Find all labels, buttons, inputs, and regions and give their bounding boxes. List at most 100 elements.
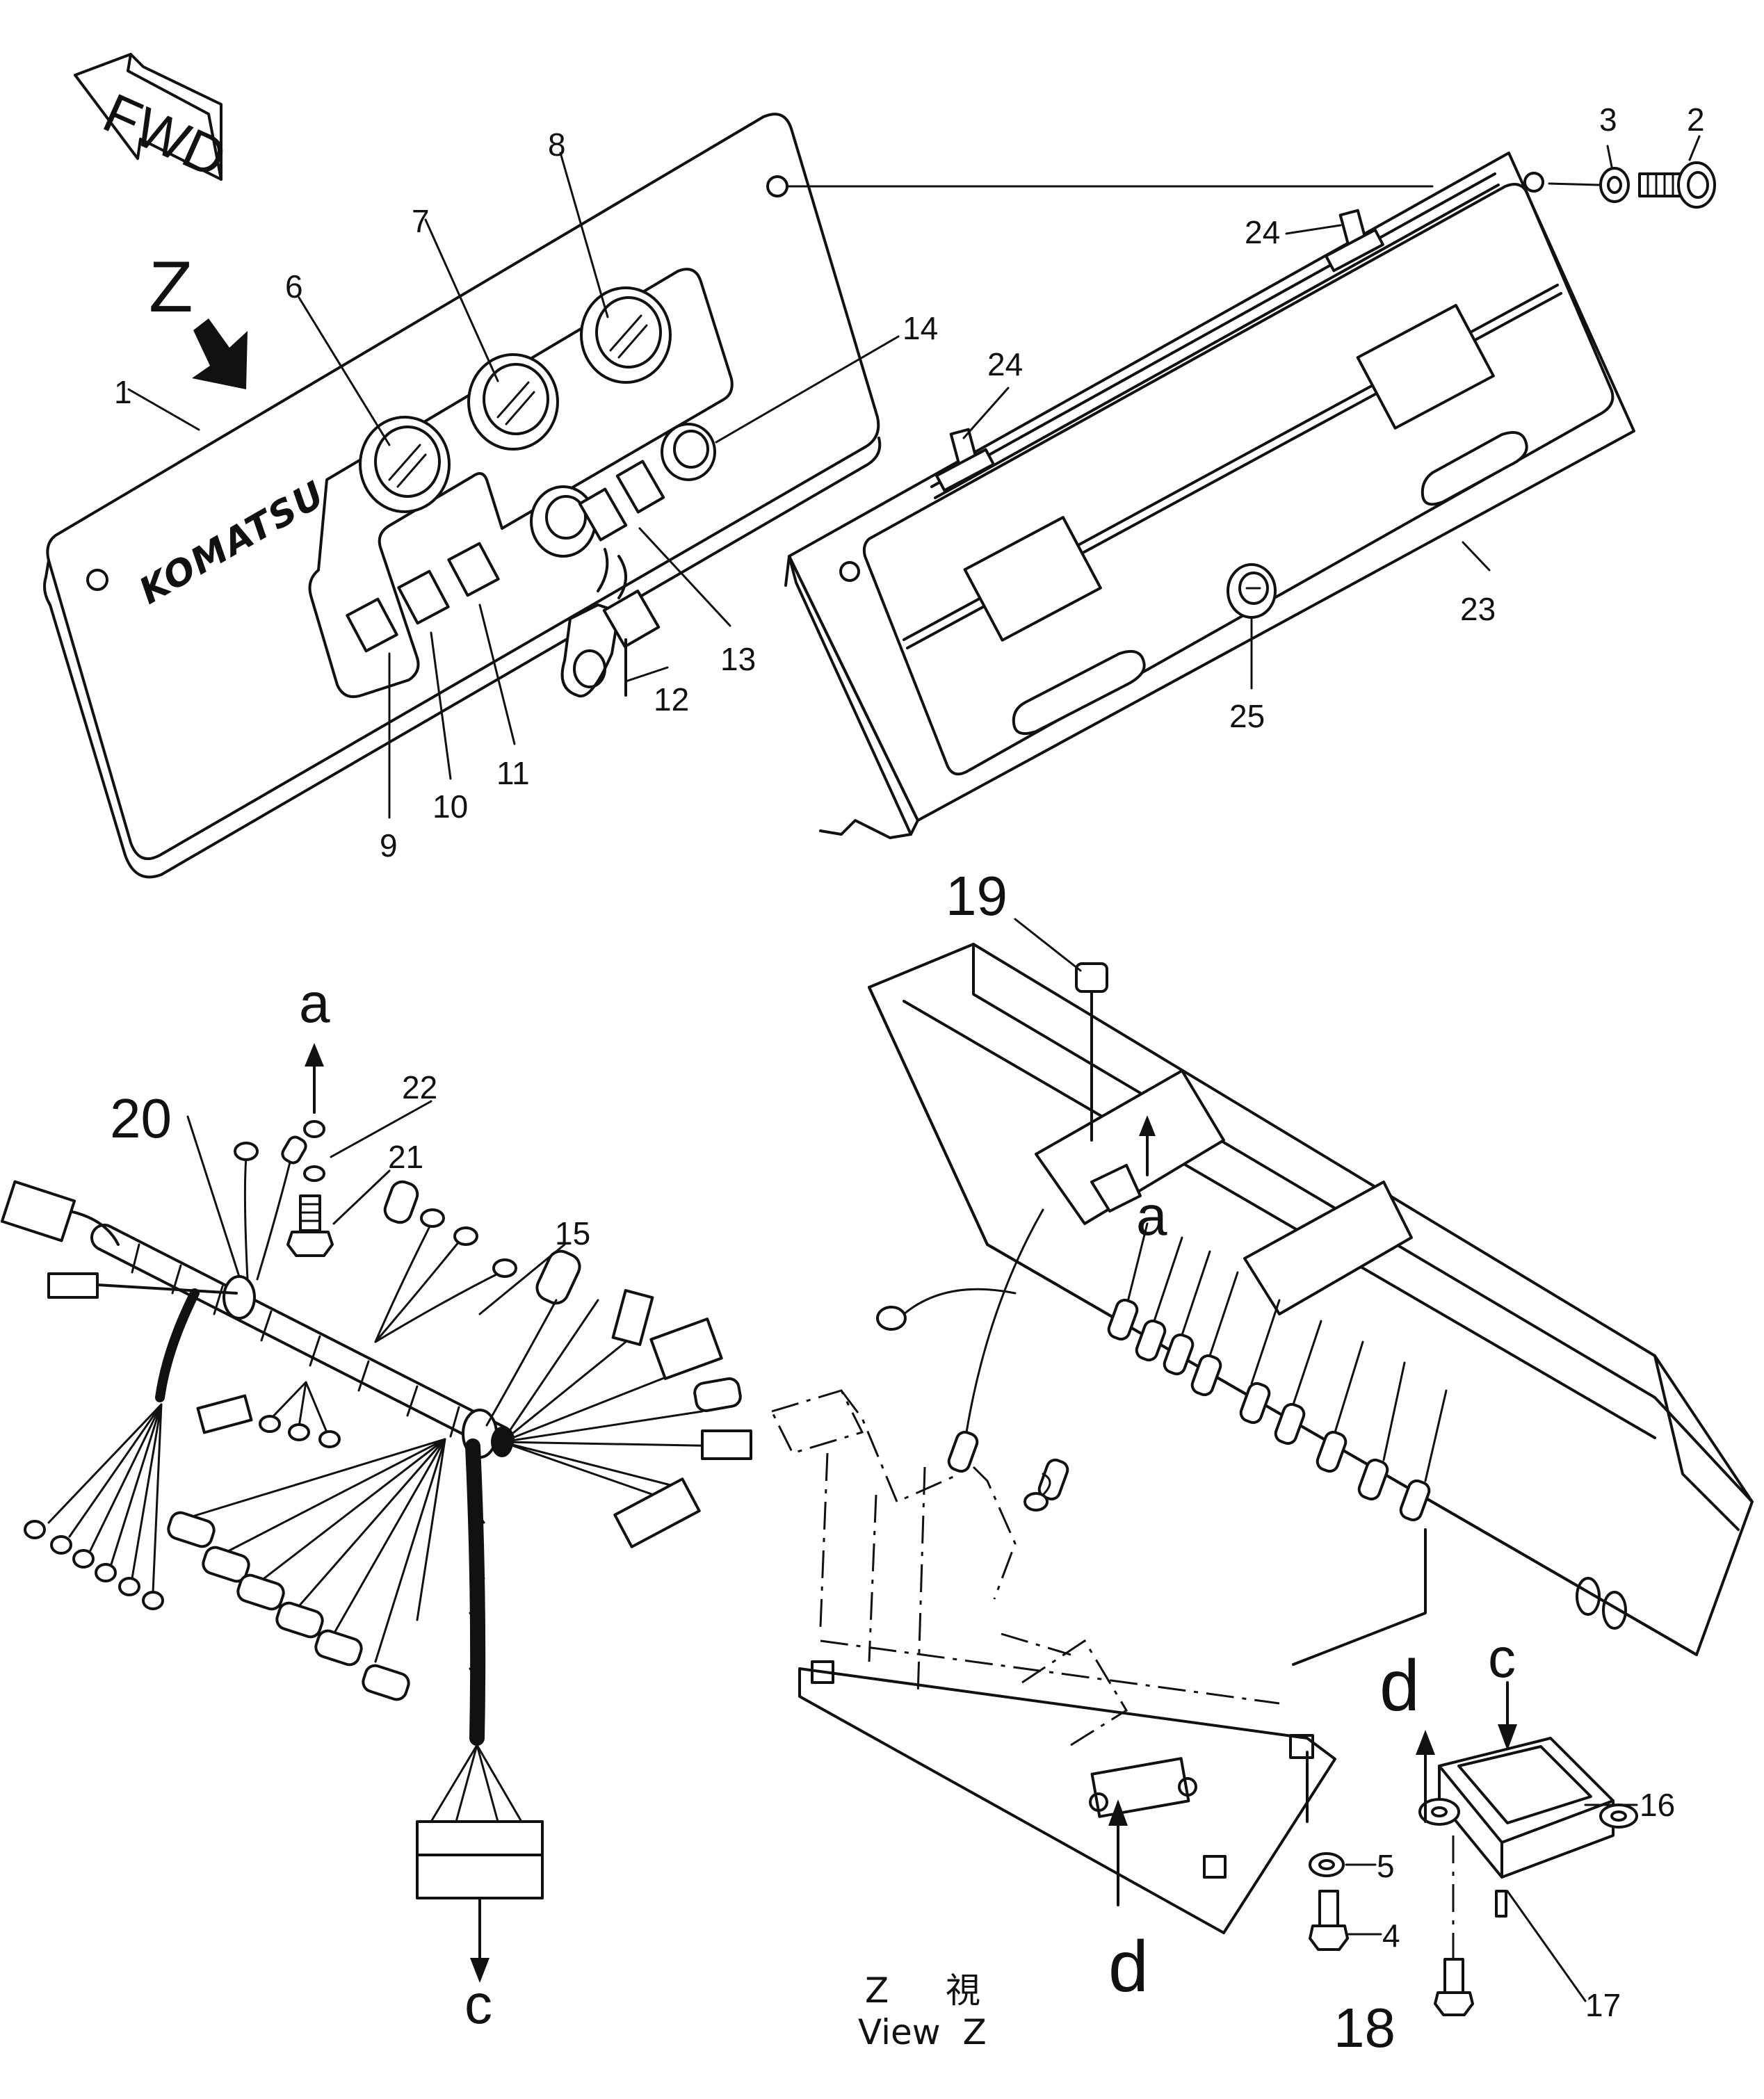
part-label-6: 6 bbox=[285, 268, 303, 305]
connector-plug bbox=[649, 1318, 723, 1380]
ring-terminal bbox=[72, 1549, 95, 1569]
part-label-21: 21 bbox=[388, 1139, 423, 1175]
part-label-19: 19 bbox=[946, 865, 1008, 927]
part-label-23: 23 bbox=[1460, 591, 1496, 627]
part-label-10: 10 bbox=[432, 788, 468, 825]
part-label-1: 1 bbox=[114, 374, 132, 410]
part-label-3: 3 bbox=[1599, 102, 1617, 138]
washer-3 bbox=[1599, 167, 1630, 203]
part-label-25: 25 bbox=[1229, 698, 1265, 734]
part-label-13: 13 bbox=[720, 641, 756, 677]
view-caption: Z 視 View Z bbox=[858, 1970, 987, 2052]
cap-terminal bbox=[275, 1601, 324, 1639]
part-label-9: 9 bbox=[380, 827, 398, 864]
connector-plug bbox=[0, 1180, 76, 1242]
cap-terminal bbox=[236, 1573, 285, 1611]
harness-grommet-20 bbox=[222, 1275, 256, 1320]
part-label-5: 5 bbox=[1377, 1848, 1395, 1884]
gauge-7 bbox=[467, 353, 559, 451]
connector-a-label: a bbox=[299, 972, 330, 1034]
cap-terminal bbox=[693, 1377, 742, 1413]
cover-mount-hole bbox=[1523, 172, 1544, 193]
view-z-marker: Z bbox=[149, 247, 248, 389]
clip-19 bbox=[1075, 962, 1108, 1142]
connector-letters: a a c c d d bbox=[299, 972, 1516, 2035]
bolt-18 bbox=[1434, 1958, 1474, 2016]
connector-d-bottom-label: d bbox=[1108, 1927, 1149, 2007]
part-label-24a: 24 bbox=[1245, 214, 1280, 250]
part-label-17: 17 bbox=[1585, 1987, 1621, 2023]
switch-10 bbox=[397, 569, 450, 625]
view-direction-arrow-icon bbox=[192, 318, 248, 389]
part-label-4: 4 bbox=[1382, 1918, 1400, 1954]
key-switch-13 bbox=[530, 460, 665, 599]
connector-a-panel-label: a bbox=[1136, 1185, 1167, 1247]
bolt-21 bbox=[286, 1194, 334, 1257]
part-label-12: 12 bbox=[654, 681, 689, 718]
ring-terminal bbox=[95, 1563, 117, 1582]
ignition-key-12 bbox=[560, 590, 661, 698]
wire-harness-15 bbox=[0, 1120, 752, 1983]
gauge-6 bbox=[359, 416, 451, 513]
ring-terminal bbox=[118, 1577, 140, 1596]
cap-terminal bbox=[362, 1664, 410, 1701]
part-label-11: 11 bbox=[496, 755, 530, 791]
part-number-labels: 1 2 3 6 7 8 9 10 11 12 13 14 24 24 23 25… bbox=[110, 102, 1705, 2059]
part-label-18: 18 bbox=[1334, 1997, 1395, 2059]
view-marker-letter: Z bbox=[149, 247, 193, 327]
part-label-2: 2 bbox=[1687, 102, 1705, 138]
part-label-14: 14 bbox=[903, 310, 938, 346]
ring-terminal bbox=[24, 1520, 46, 1539]
connector-plug bbox=[613, 1477, 701, 1548]
washer-5 bbox=[1309, 1852, 1345, 1877]
switch-9 bbox=[346, 597, 398, 653]
caption-kanji: 視 bbox=[946, 1970, 980, 2011]
ring-terminal bbox=[50, 1535, 72, 1555]
panel-mount-hole bbox=[86, 569, 108, 591]
connector-terminal bbox=[611, 1289, 654, 1346]
washer-22 bbox=[303, 1165, 325, 1182]
ring-terminal bbox=[303, 1120, 325, 1138]
part-label-16: 16 bbox=[1640, 1787, 1675, 1823]
ring-terminal bbox=[142, 1591, 164, 1610]
leader-lines bbox=[127, 135, 1701, 2002]
cover-clip-24 bbox=[935, 428, 995, 492]
caption-view-z: View Z bbox=[858, 2012, 987, 2052]
gauge-8 bbox=[580, 286, 672, 384]
harness-connector-c bbox=[416, 1820, 544, 1899]
connector-c-box-label: c bbox=[1488, 1627, 1516, 1689]
forward-arrow-icon: FWD bbox=[74, 53, 236, 190]
connector-d-box-label: d bbox=[1379, 1646, 1420, 1726]
relay-box-16 bbox=[1418, 1737, 1638, 1879]
bolt-4 bbox=[1309, 1890, 1349, 1951]
cover-clip-24 bbox=[1325, 209, 1384, 273]
switch-11 bbox=[447, 542, 500, 597]
caption-z: Z bbox=[865, 1970, 889, 2011]
part-label-15: 15 bbox=[555, 1215, 590, 1251]
cap-terminal bbox=[167, 1511, 216, 1548]
cap-terminal bbox=[383, 1180, 419, 1224]
cap-terminal bbox=[314, 1629, 363, 1667]
part-label-20: 20 bbox=[110, 1087, 172, 1149]
cap-terminal bbox=[535, 1249, 581, 1305]
connector-terminal bbox=[47, 1272, 99, 1299]
indicator-lamp-14 bbox=[661, 423, 716, 481]
cap-terminal bbox=[202, 1546, 250, 1583]
arrow-up-icon bbox=[1108, 1799, 1128, 1906]
connector-terminal bbox=[701, 1429, 752, 1460]
arrow-up-icon bbox=[305, 1043, 324, 1114]
front-gauge-panel: KOMATSU bbox=[43, 113, 882, 879]
bolt-2 bbox=[1638, 161, 1716, 209]
mounting-bracket bbox=[770, 1389, 1427, 1934]
rear-cover-23 bbox=[784, 152, 1635, 839]
part-label-8: 8 bbox=[548, 127, 566, 163]
part-label-7: 7 bbox=[412, 203, 430, 239]
part-label-24b: 24 bbox=[987, 346, 1023, 382]
pin-17 bbox=[1495, 1890, 1507, 1918]
connector-c-harness-label: c bbox=[464, 1973, 492, 2035]
part-label-22: 22 bbox=[402, 1069, 437, 1105]
panel-back-assembly bbox=[868, 943, 1754, 1656]
cover-lock-25 bbox=[1227, 563, 1277, 619]
cover-mount-hole bbox=[839, 561, 860, 582]
